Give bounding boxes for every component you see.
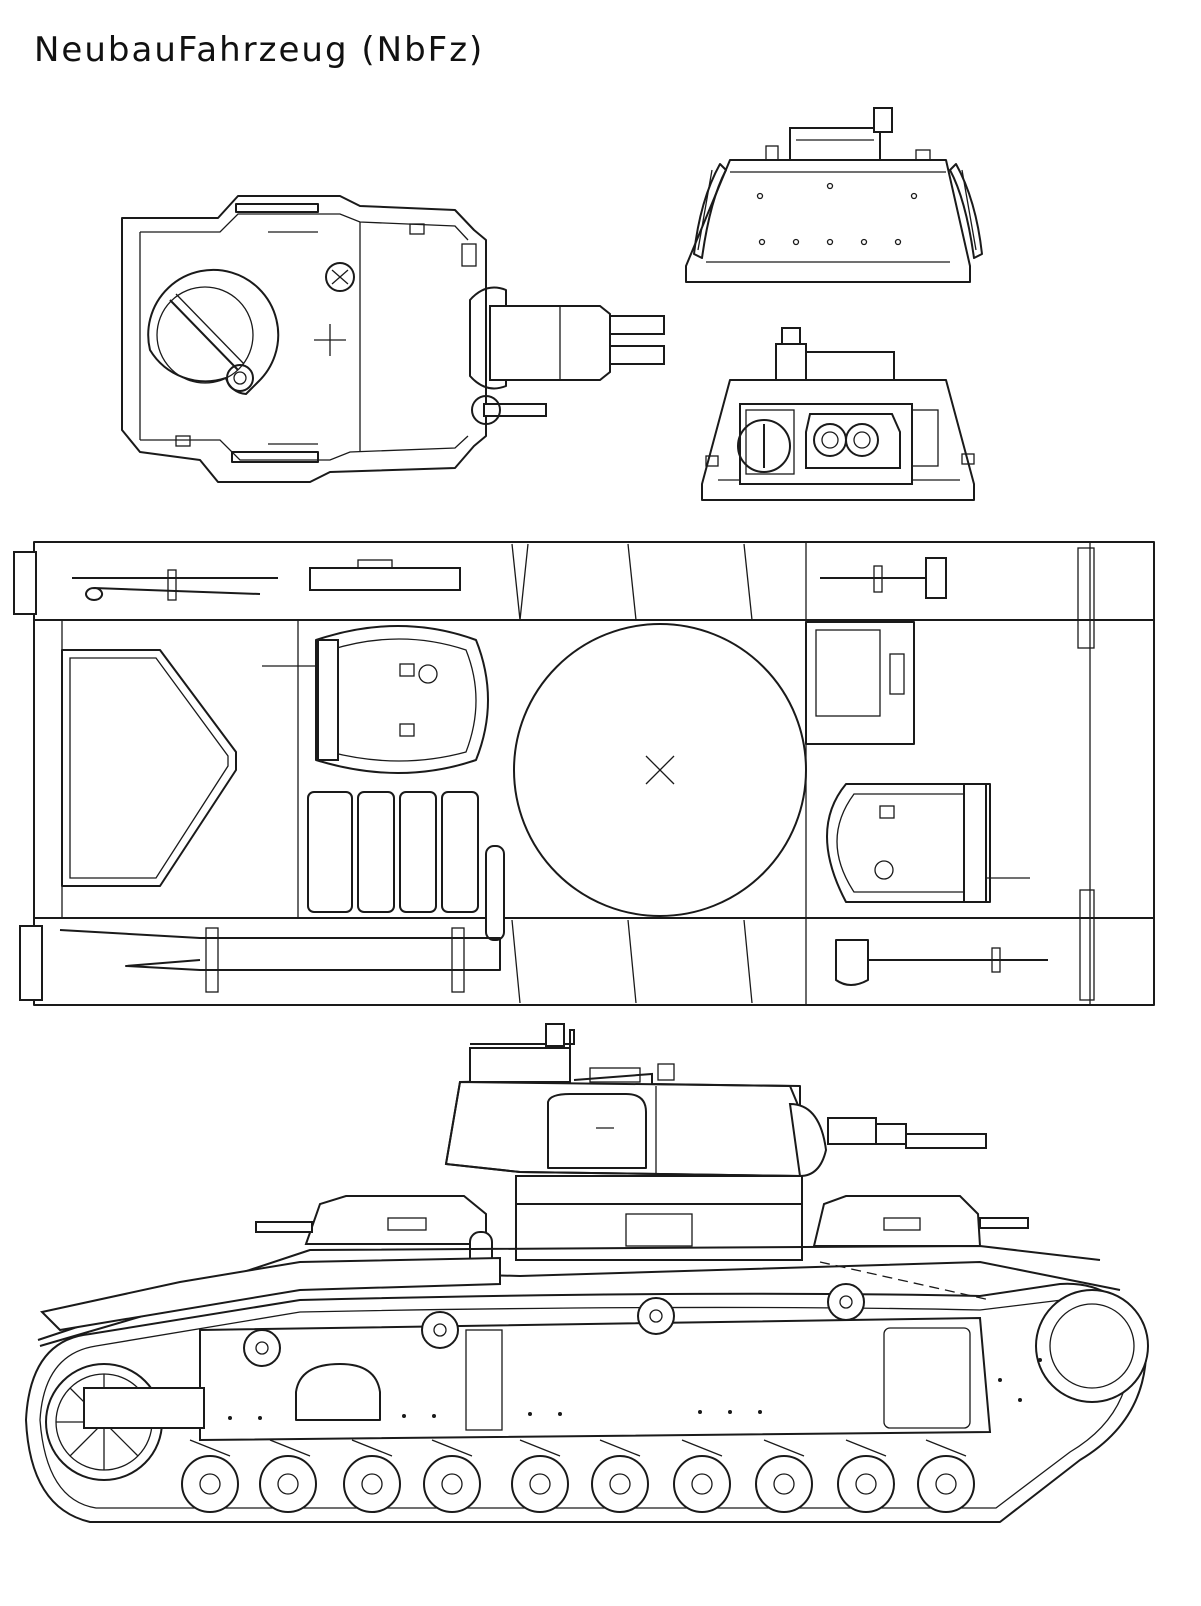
side-view bbox=[25, 1023, 1149, 1523]
side-rivet-row bbox=[228, 1358, 1042, 1420]
turret-rear-view bbox=[685, 107, 983, 283]
road-wheels bbox=[181, 1455, 975, 1513]
drawing-title: NeubauFahrzeug (NbFz) bbox=[34, 30, 485, 70]
hull-top-view bbox=[13, 541, 1155, 1006]
turret-top-view bbox=[121, 195, 665, 483]
turret-front-view bbox=[701, 327, 975, 501]
rear-rivet-row bbox=[756, 182, 918, 246]
